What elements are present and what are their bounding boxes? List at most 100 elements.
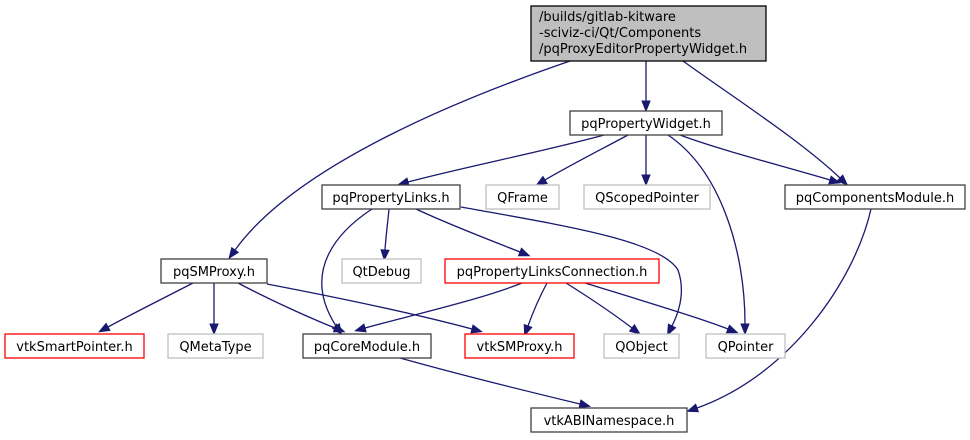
- node-box: [302, 333, 432, 359]
- edge-line: [237, 282, 336, 329]
- arrowhead-icon: [725, 324, 739, 334]
- node-label: -sciviz-ci/Qt/Components: [539, 26, 701, 41]
- node-vtkSmartPointer[interactable]: vtkSmartPointer.h: [4, 333, 145, 359]
- edge-pqPropertyLinks-to-pqPropertyLinksConnection: [415, 208, 531, 257]
- node-box: [160, 258, 268, 284]
- edge-root-to-pqComponentsModule: [682, 60, 849, 186]
- arrowhead-icon: [828, 175, 841, 185]
- edge-pqCoreModule-to-vtkABINamespace: [399, 357, 592, 409]
- arrowhead-icon: [740, 323, 750, 336]
- edge-line: [107, 282, 194, 328]
- node-QtDebug: QtDebug: [341, 258, 422, 284]
- edge-line: [364, 282, 523, 329]
- edge-pqPropertyWidget-to-pqComponentsModule: [679, 134, 841, 185]
- arrowhead-icon: [517, 247, 531, 257]
- edge-pqPropertyLinksConnection-to-QObject: [565, 282, 642, 335]
- edge-line: [460, 206, 682, 327]
- edge-pqPropertyLinks-to-QObject: [460, 206, 682, 337]
- node-label: vtkSmartPointer.h: [16, 340, 132, 355]
- node-box: [705, 333, 786, 359]
- node-QObject: QObject: [603, 333, 680, 359]
- arrowhead-icon: [209, 323, 219, 336]
- node-box: [321, 184, 461, 210]
- edge-line: [565, 282, 633, 329]
- node-label: pqPropertyLinks.h: [332, 191, 449, 206]
- edge-root-to-pqSMProxy: [228, 60, 571, 260]
- edge-pqPropertyLinksConnection-to-pqCoreModule: [354, 282, 523, 333]
- node-pqCoreModule[interactable]: pqCoreModule.h: [302, 333, 432, 359]
- arrowhead-icon: [470, 324, 483, 334]
- arrowhead-icon: [641, 100, 651, 113]
- arrowhead-icon: [628, 323, 642, 335]
- node-label: QPointer: [718, 340, 775, 355]
- node-label: vtkABINamespace.h: [544, 414, 675, 429]
- arrowhead-icon: [535, 175, 548, 186]
- node-label: QScopedPointer: [595, 191, 699, 206]
- arrowhead-icon: [98, 322, 111, 333]
- arrowhead-icon: [354, 323, 367, 333]
- node-box: [583, 184, 711, 210]
- node-pqPropertyLinksConnection[interactable]: pqPropertyLinksConnection.h: [444, 258, 660, 284]
- node-vtkABINamespace[interactable]: vtkABINamespace.h: [530, 407, 688, 433]
- node-box: [530, 407, 688, 433]
- edge-pqPropertyWidget-to-QPointer: [667, 134, 750, 336]
- edge-pqSMProxy-to-vtkSmartPointer: [98, 282, 194, 333]
- arrowhead-icon: [836, 174, 849, 186]
- node-QPointer: QPointer: [705, 333, 786, 359]
- edge-line: [696, 208, 872, 409]
- edge-line: [321, 208, 373, 327]
- edge-line: [234, 60, 571, 251]
- arrowhead-icon: [666, 323, 677, 337]
- edge-line: [584, 282, 729, 330]
- arrowhead-icon: [523, 323, 533, 337]
- node-label: QtDebug: [352, 265, 410, 280]
- edge-line: [399, 357, 581, 405]
- edge-pqPropertyLinks-to-QtDebug: [380, 208, 390, 262]
- edge-line: [544, 134, 629, 181]
- node-box: [784, 184, 966, 210]
- node-QScopedPointer: QScopedPointer: [583, 184, 711, 210]
- node-pqSMProxy[interactable]: pqSMProxy.h: [160, 258, 268, 284]
- node-label: vtkSMProxy.h: [477, 340, 563, 355]
- node-label: /pqProxyEditorPropertyWidget.h: [539, 42, 747, 57]
- edge-line: [679, 134, 831, 181]
- node-box: [485, 184, 560, 210]
- edge-pqPropertyWidget-to-pqPropertyLinks: [397, 134, 605, 187]
- node-box: [603, 333, 680, 359]
- node-label: pqPropertyLinksConnection.h: [457, 265, 648, 280]
- node-label: pqCoreModule.h: [314, 340, 420, 355]
- node-pqComponentsModule[interactable]: pqComponentsModule.h: [784, 184, 966, 210]
- node-label: QMetaType: [179, 340, 251, 355]
- node-pqPropertyWidget[interactable]: pqPropertyWidget.h: [569, 110, 723, 136]
- node-box: [4, 333, 145, 359]
- edge-line: [407, 134, 605, 183]
- node-box: [167, 333, 264, 359]
- node-pqPropertyLinks[interactable]: pqPropertyLinks.h: [321, 184, 461, 210]
- arrowhead-icon: [380, 249, 390, 262]
- edge-line: [667, 134, 746, 325]
- edge-line: [682, 60, 841, 179]
- node-root[interactable]: /builds/gitlab-kitware-sciviz-ci/Qt/Comp…: [530, 5, 767, 62]
- edge-pqPropertyWidget-to-QFrame: [535, 134, 629, 186]
- node-box: [530, 5, 767, 62]
- arrowhead-icon: [641, 174, 651, 187]
- edge-line: [266, 283, 473, 330]
- edge-pqPropertyLinksConnection-to-QPointer: [584, 282, 739, 334]
- arrowhead-icon: [578, 399, 592, 409]
- arrowhead-icon: [332, 323, 346, 333]
- node-label: QFrame: [497, 191, 548, 206]
- edges-layer: [98, 60, 872, 413]
- edge-pqPropertyWidget-to-QScopedPointer: [641, 135, 651, 187]
- node-label: pqSMProxy.h: [173, 265, 255, 280]
- node-label: QObject: [615, 340, 668, 355]
- node-box: [464, 333, 575, 359]
- node-label: /builds/gitlab-kitware: [539, 10, 676, 25]
- edge-pqSMProxy-to-pqCoreModule: [237, 282, 346, 333]
- edge-root-to-pqPropertyWidget: [641, 61, 651, 113]
- node-QFrame: QFrame: [485, 184, 560, 210]
- node-label: pqPropertyWidget.h: [581, 117, 711, 132]
- node-vtkSMProxy[interactable]: vtkSMProxy.h: [464, 333, 575, 359]
- node-box: [444, 258, 660, 284]
- node-QMetaType: QMetaType: [167, 333, 264, 359]
